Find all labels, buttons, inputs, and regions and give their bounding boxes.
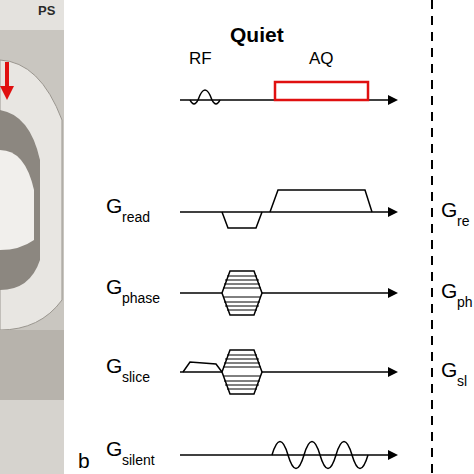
gradient-label: G xyxy=(106,195,122,216)
gradient-subscript: ph xyxy=(457,295,473,309)
silent-axis xyxy=(180,454,390,456)
axis-arrowhead xyxy=(388,367,398,377)
gradient-subscript: phase xyxy=(122,291,160,305)
figure-title: Quiet xyxy=(230,24,284,45)
scanner-bore xyxy=(0,60,62,330)
read-axis xyxy=(180,211,390,213)
slice-encoding-table xyxy=(222,350,262,394)
gradient-label: G xyxy=(106,276,122,297)
panel-letter: b xyxy=(78,450,90,471)
phase-encoding-table xyxy=(222,271,262,315)
red-arrow-shaft xyxy=(5,62,9,88)
slice-rephaser xyxy=(183,362,222,372)
gradient-label: G xyxy=(441,359,457,380)
gradient-subscript: read xyxy=(122,210,150,224)
signal-label: RF xyxy=(189,50,212,67)
gradient-label: G xyxy=(441,280,457,301)
phase-axis xyxy=(180,292,390,294)
scanner-photo xyxy=(0,0,64,474)
rf-pulse xyxy=(190,90,220,104)
floor xyxy=(0,400,64,474)
photo-text: PS xyxy=(38,4,55,17)
scanner-base xyxy=(0,330,64,474)
silent-gradient xyxy=(272,442,368,469)
axis-arrowhead xyxy=(388,207,398,217)
read-gradient xyxy=(222,190,372,228)
slice-axis xyxy=(180,371,390,373)
acquisition-window xyxy=(275,82,368,100)
gradient-subscript: sl xyxy=(457,374,467,388)
axis-arrowhead xyxy=(388,288,398,298)
axis-arrowhead xyxy=(388,95,398,105)
gradient-label: G xyxy=(106,355,122,376)
gradient-subscript: slice xyxy=(122,370,150,384)
patient-head xyxy=(0,150,34,250)
bore-opening xyxy=(0,110,40,290)
red-arrow-head xyxy=(0,86,14,100)
dashed-divider xyxy=(431,0,433,474)
signal-label: AQ xyxy=(309,50,334,67)
scanner-top xyxy=(0,0,64,30)
gradient-subscript: re xyxy=(457,214,469,228)
gradient-label: G xyxy=(106,438,122,459)
gradient-subscript: silent xyxy=(122,453,155,467)
gradient-label: G xyxy=(441,199,457,220)
axis-arrowhead xyxy=(388,450,398,460)
photo-background xyxy=(0,0,64,474)
